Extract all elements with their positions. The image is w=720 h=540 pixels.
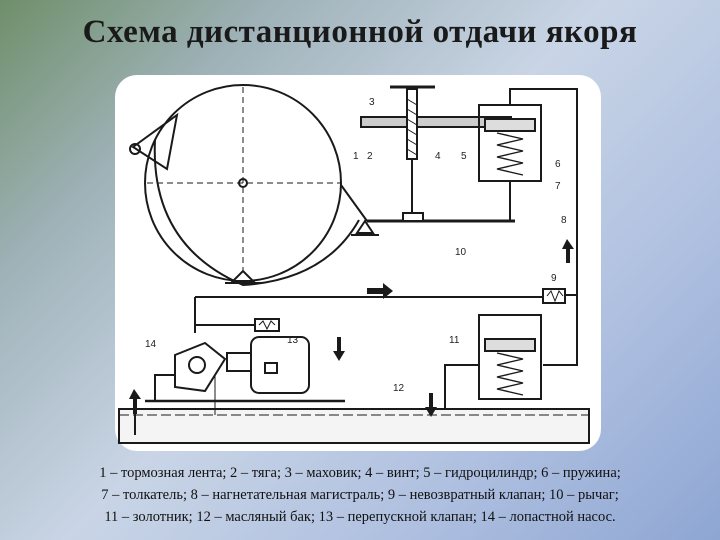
drum-hub <box>238 178 248 188</box>
screw-thread <box>406 98 418 156</box>
flow-arrow-up-right <box>562 239 574 263</box>
spring-6 <box>496 132 524 176</box>
slide-title: Схема дистанционной отдачи якоря <box>82 14 638 50</box>
motor-terminal-box <box>264 362 278 374</box>
callout-7: 7 <box>555 181 561 192</box>
callout-1: 1 <box>353 151 359 162</box>
oil-tank-12 <box>118 408 590 444</box>
check-valve-spring <box>546 290 564 303</box>
callout-6: 6 <box>555 159 561 170</box>
callout-13: 13 <box>287 335 299 346</box>
flow-arrow-right <box>367 283 393 299</box>
spool-spring <box>496 352 524 396</box>
anchor-release-scheme: 1 2 3 4 5 6 7 8 9 10 11 12 13 14 <box>118 84 590 444</box>
flow-arrows <box>129 239 574 417</box>
legend-line-2: 7 – толкатель; 8 – нагнетательная магист… <box>101 487 619 503</box>
pump-shaft <box>188 356 206 374</box>
brake-band <box>153 139 360 287</box>
spool-piston <box>484 338 536 352</box>
spool-11 <box>478 314 542 400</box>
vane-pump-14 <box>174 341 227 393</box>
band-anchor-pin <box>129 143 141 155</box>
electric-motor <box>250 336 310 394</box>
legend-caption: 1 – тормозная лента; 2 – тяга; 3 – махов… <box>20 462 700 528</box>
piston-5 <box>484 118 536 132</box>
lever-pivot <box>355 219 375 234</box>
tie-rod <box>340 184 368 222</box>
callout-4: 4 <box>435 151 441 162</box>
flow-arrow-down-right <box>425 393 437 417</box>
callout-3: 3 <box>369 97 375 108</box>
callout-2: 2 <box>367 151 373 162</box>
callout-11: 11 <box>449 335 460 346</box>
bypass-valve-13 <box>254 318 280 332</box>
diagram-panel: 1 2 3 4 5 6 7 8 9 10 11 12 13 14 <box>115 75 601 451</box>
callout-14: 14 <box>145 339 157 350</box>
drum-support <box>230 269 256 282</box>
callout-10: 10 <box>455 247 467 258</box>
check-valve-9 <box>542 288 566 304</box>
callout-8: 8 <box>561 215 567 226</box>
coupling <box>226 352 252 372</box>
screw-foot <box>402 212 424 222</box>
legend-line-3: 11 – золотник; 12 – масляный бак; 13 – п… <box>104 509 616 525</box>
bypass-valve-spring <box>258 320 276 331</box>
callout-9: 9 <box>551 273 557 284</box>
flow-arrow-down-center <box>333 337 345 361</box>
suction-line <box>154 374 175 401</box>
callout-12: 12 <box>393 383 405 394</box>
band-anchor-bracket <box>131 112 179 171</box>
pressure-main-8 <box>509 88 578 366</box>
flow-arrow-up-left <box>129 389 141 414</box>
callout-5: 5 <box>461 151 467 162</box>
legend-line-1: 1 – тормозная лента; 2 – тяга; 3 – махов… <box>99 465 621 481</box>
